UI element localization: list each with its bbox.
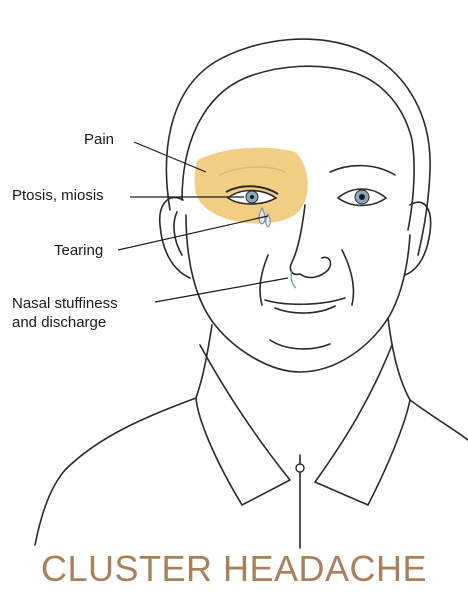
pain-leader xyxy=(134,142,206,172)
collar-button xyxy=(296,464,304,472)
label-nasal-line1: Nasal stuffiness xyxy=(12,294,118,313)
nasal-discharge xyxy=(291,270,296,288)
label-tearing: Tearing xyxy=(54,242,103,260)
hairline-right xyxy=(352,72,414,230)
diagram-title: CLUSTER HEADACHE xyxy=(0,548,468,590)
label-ptosis-miosis: Ptosis, miosis xyxy=(12,187,104,205)
hair-outline xyxy=(166,39,430,255)
neck-right xyxy=(388,318,410,400)
label-pain: Pain xyxy=(84,131,114,149)
nasal-leader xyxy=(155,278,288,302)
shirt-left xyxy=(35,398,196,545)
shirt-right xyxy=(410,400,468,440)
right-brow xyxy=(330,166,395,175)
collar-left xyxy=(196,345,290,505)
tearing-leader xyxy=(118,216,268,250)
label-nasal-line2: and discharge xyxy=(12,313,106,332)
collar-right xyxy=(315,345,410,505)
mouth xyxy=(265,298,345,304)
nose xyxy=(290,205,330,277)
right-eye xyxy=(338,189,386,206)
